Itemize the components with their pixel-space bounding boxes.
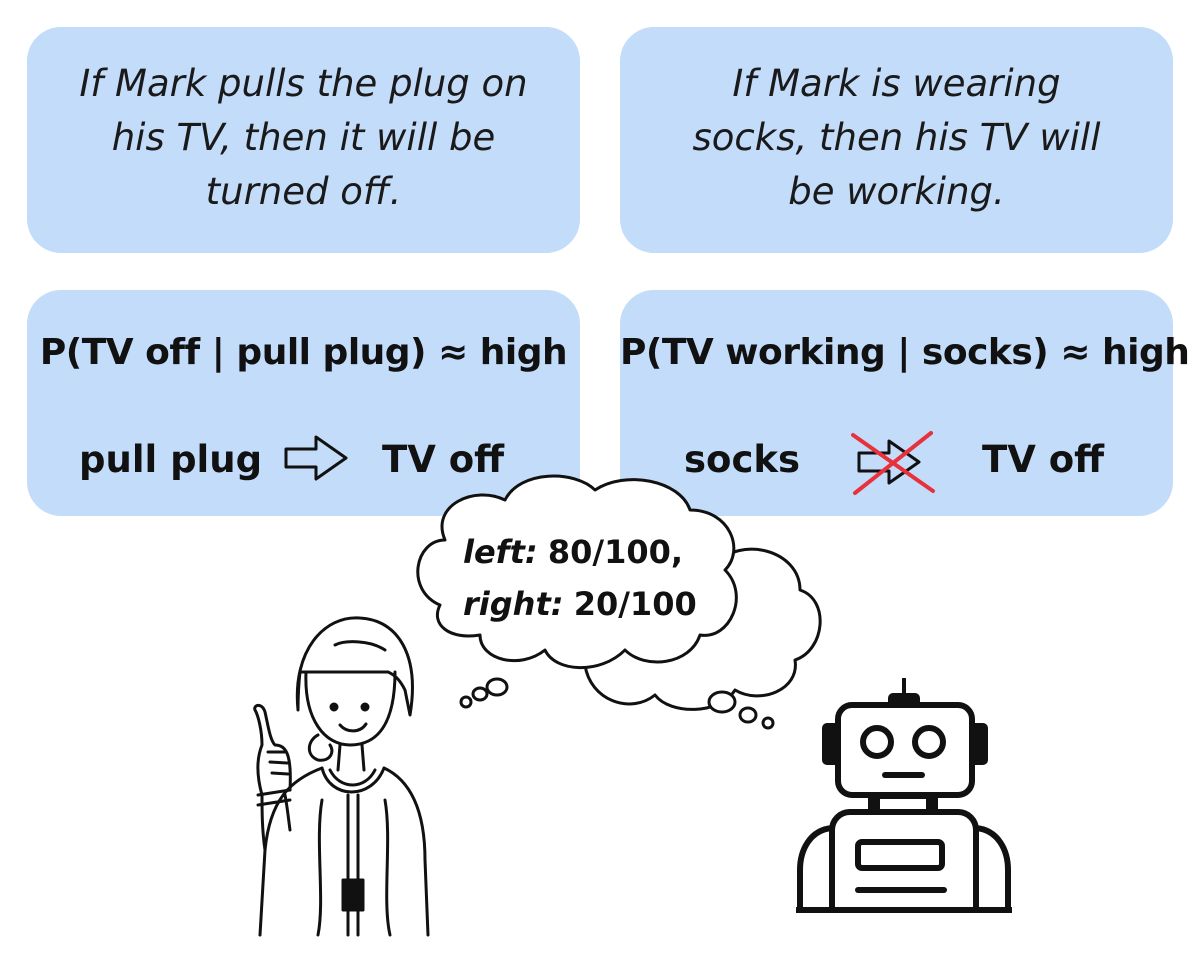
thought-text: left: 80/100, right: 20/100 (463, 526, 697, 630)
effect-label: TV off (982, 438, 1105, 481)
probability-formula: P(TV working | socks) ≈ high (620, 332, 1190, 373)
card-bottom-right: P(TV working | socks) ≈ high socks TV of… (620, 290, 1190, 516)
statement-line: be working. (788, 170, 1005, 213)
statement-line: socks, then his TV will (692, 116, 1101, 159)
statement-line: If Mark pulls the plug on (79, 62, 528, 105)
card-top-left: If Mark pulls the plug on his TV, then i… (27, 27, 580, 253)
cause-label: socks (684, 438, 801, 481)
thought-key: right: (463, 585, 564, 623)
cause-label: pull plug (79, 438, 263, 481)
thought-bubbles-left (459, 677, 509, 709)
statement-causal: If Mark pulls the plug on his TV, then i… (27, 57, 580, 219)
person-illustration (253, 616, 430, 937)
effect-label: TV off (382, 438, 505, 481)
thought-line-left: left: 80/100, (463, 526, 697, 578)
statement-line: turned off. (205, 170, 402, 213)
crossed-arrow-icon (851, 431, 935, 495)
probability-formula: P(TV off | pull plug) ≈ high (39, 332, 568, 373)
card-bottom-left: P(TV off | pull plug) ≈ high pull plug T… (27, 290, 580, 516)
thought-key: left: (463, 533, 538, 571)
thought-value: 20/100 (573, 585, 697, 623)
thought-bubbles-right (707, 690, 775, 730)
card-top-right: If Mark is wearing socks, then his TV wi… (620, 27, 1173, 253)
statement-line: If Mark is wearing (732, 62, 1061, 105)
statement-line: his TV, then it will be (111, 116, 496, 159)
robot-illustration (796, 678, 1012, 913)
statement-spurious: If Mark is wearing socks, then his TV wi… (620, 57, 1173, 219)
thought-line-right: right: 20/100 (463, 578, 697, 630)
thought-cloud (416, 474, 738, 670)
arrow-icon (284, 435, 348, 481)
thought-value: 80/100, (547, 533, 684, 571)
